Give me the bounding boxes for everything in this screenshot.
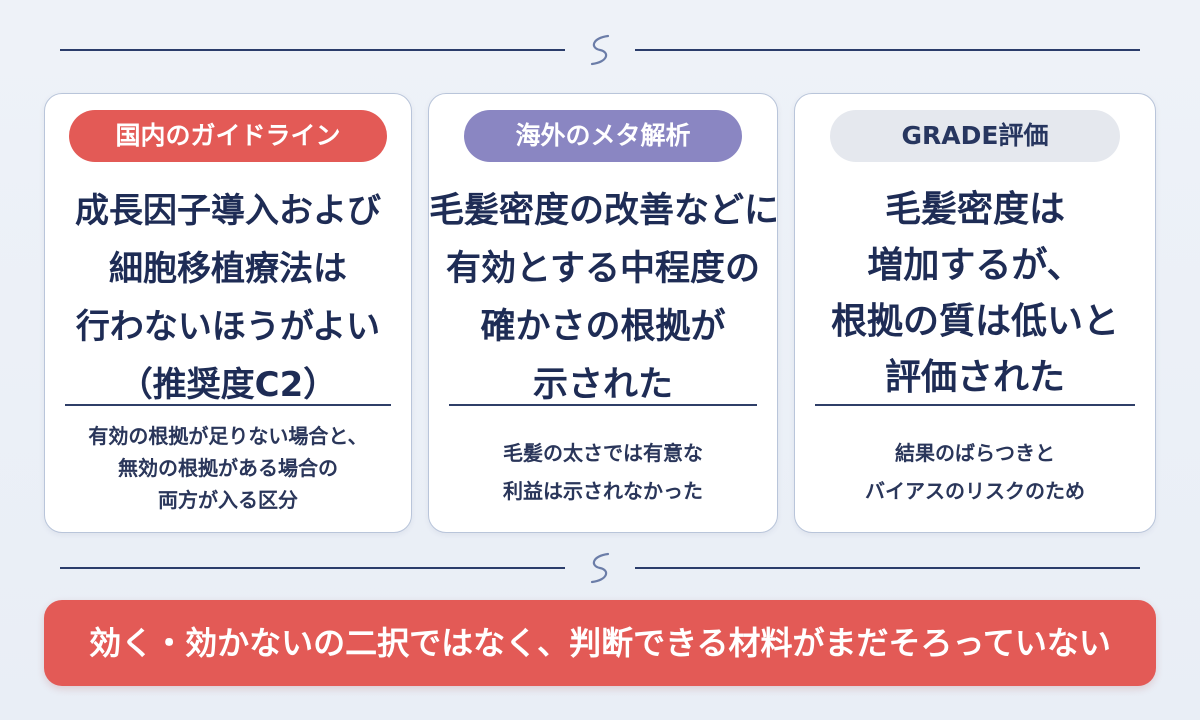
conclusion-banner: 効く・効かないの二択ではなく、判断できる材料がまだそろっていない [44, 600, 1156, 686]
card-main-text: 成長因子導入および 細胞移植療法は 行わないほうがよい （推奨度C2） [45, 182, 411, 414]
wave-ornament-icon [590, 552, 610, 584]
main-line: 根拠の質は低いと [830, 301, 1119, 342]
card-sub-text: 毛髪の太さでは有意な 利益は示されなかった [503, 441, 703, 503]
main-line: 毛髪密度は [884, 189, 1065, 230]
main-line: 評価された [884, 357, 1065, 398]
main-line: 確かさの根拠が [480, 307, 726, 347]
card-tag: 海外のメタ解析 [464, 110, 742, 162]
main-line: 示された [532, 365, 673, 405]
main-line: （推奨度C2） [118, 365, 338, 405]
main-line: 成長因子導入および [75, 191, 381, 231]
main-line: 有効とする中程度の [446, 249, 760, 289]
card-sub-text: 結果のばらつきと バイアスのリスクのため [865, 441, 1085, 503]
divider-line-left [60, 49, 565, 51]
card-separator [815, 404, 1135, 406]
card-overseas-meta-analysis: 海外のメタ解析 毛髪密度の改善などに 有効とする中程度の 確かさの根拠が 示され… [428, 93, 780, 533]
top-divider [60, 30, 1140, 70]
divider-line-right [635, 49, 1140, 51]
divider-line-left [60, 567, 565, 569]
card-tag: GRADE評価 [830, 110, 1120, 162]
wave-ornament-icon [590, 34, 610, 66]
divider-line-right [635, 567, 1140, 569]
bottom-divider [60, 548, 1140, 588]
main-line: 細胞移植療法は [109, 249, 347, 289]
main-line: 行わないほうがよい [75, 307, 381, 347]
card-sub-text: 有効の根拠が足りない場合と、 無効の根拠がある場合の 両方が入る区分 [88, 424, 368, 512]
card-separator [65, 404, 391, 406]
main-line: 増加するが、 [867, 245, 1083, 286]
card-separator [449, 404, 757, 406]
card-tag: 国内のガイドライン [69, 110, 387, 162]
card-main-text: 毛髪密度は 増加するが、 根拠の質は低いと 評価された [795, 182, 1155, 406]
main-line: 毛髪密度の改善などに [429, 191, 780, 231]
card-main-text: 毛髪密度の改善などに 有効とする中程度の 確かさの根拠が 示された [429, 182, 780, 414]
card-domestic-guideline: 国内のガイドライン 成長因子導入および 細胞移植療法は 行わないほうがよい （推… [44, 93, 412, 533]
card-grade-evaluation: GRADE評価 毛髪密度は 増加するが、 根拠の質は低いと 評価された 結果のば… [794, 93, 1156, 533]
